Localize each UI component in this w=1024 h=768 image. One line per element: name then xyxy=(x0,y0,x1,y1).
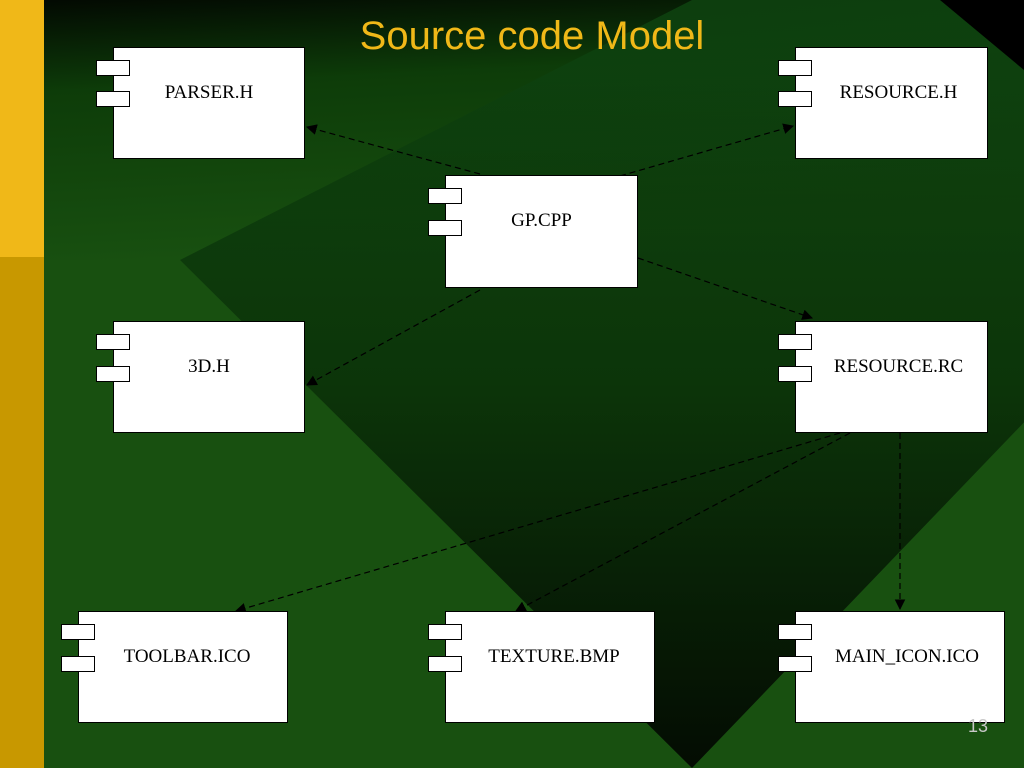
component-label: RESOURCE.H xyxy=(839,82,958,103)
component-port-icon xyxy=(61,656,95,672)
dep-gp-to-resource-h xyxy=(619,123,795,177)
component-port-icon xyxy=(428,188,462,204)
component-port-icon xyxy=(96,334,130,350)
component-gp-cpp[interactable]: GP.CPP xyxy=(445,175,638,288)
component-label: RESOURCE.RC xyxy=(833,356,964,377)
component-port-icon xyxy=(778,624,812,640)
component-port-icon xyxy=(96,366,130,382)
component-port-icon xyxy=(61,624,95,640)
component-label: TEXTURE.BMP xyxy=(488,646,620,667)
dep-gp-to-3d xyxy=(306,289,481,386)
component-port-icon xyxy=(778,656,812,672)
component-parser-h[interactable]: PARSER.H xyxy=(113,47,305,159)
component-3d-h[interactable]: 3D.H xyxy=(113,321,305,433)
component-label: TOOLBAR.ICO xyxy=(123,646,251,667)
component-port-icon xyxy=(428,624,462,640)
page-number: 13 xyxy=(967,716,988,736)
component-port-icon xyxy=(778,91,812,107)
component-label: GP.CPP xyxy=(511,210,572,231)
dep-rc-to-texture xyxy=(515,432,851,612)
left-bar-bottom xyxy=(0,257,44,768)
dep-rc-to-toolbar xyxy=(234,432,841,614)
component-port-icon xyxy=(778,60,812,76)
component-main-icon-ico[interactable]: MAIN_ICON.ICO xyxy=(795,611,1005,723)
background-diamond xyxy=(180,0,1024,768)
component-port-icon xyxy=(428,220,462,236)
dep-gp-to-resource-rc xyxy=(637,257,814,320)
component-port-icon xyxy=(96,60,130,76)
component-texture-bmp[interactable]: TEXTURE.BMP xyxy=(445,611,655,723)
component-label: PARSER.H xyxy=(164,82,254,103)
component-port-icon xyxy=(778,334,812,350)
component-label: MAIN_ICON.ICO xyxy=(834,646,980,667)
component-resource-h[interactable]: RESOURCE.H xyxy=(795,47,988,159)
component-resource-rc[interactable]: RESOURCE.RC xyxy=(795,321,988,433)
component-toolbar-ico[interactable]: TOOLBAR.ICO xyxy=(78,611,288,723)
component-port-icon xyxy=(428,656,462,672)
left-bar-top xyxy=(0,0,44,257)
slide-title: Source code Model xyxy=(359,14,705,58)
component-port-icon xyxy=(778,366,812,382)
component-label: 3D.H xyxy=(188,356,230,377)
component-port-icon xyxy=(96,91,130,107)
